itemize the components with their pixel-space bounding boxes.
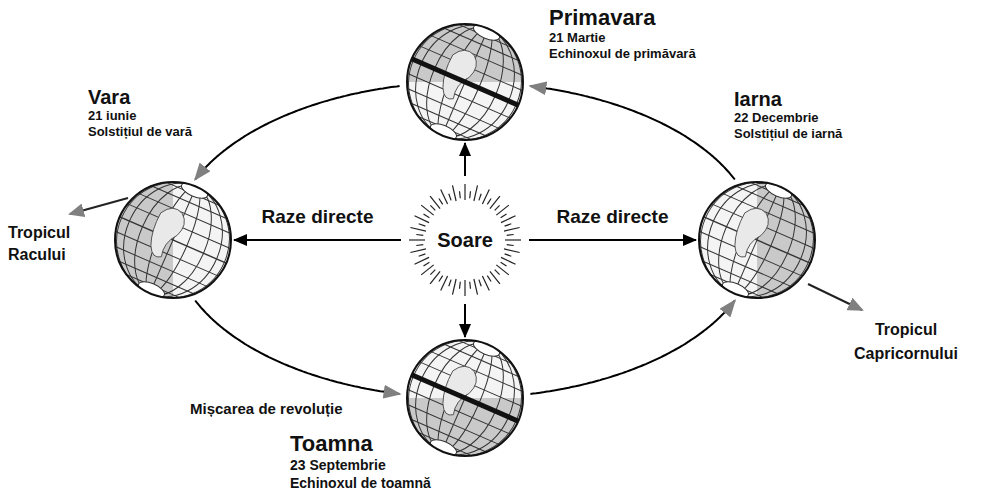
season-detail: Echinoxul de toamnă [290, 474, 431, 492]
earth-globe: Iarna22 DecembrieSolstițiul de iarnă [697, 180, 817, 300]
tropic-leader [70, 198, 128, 214]
season-detail: Solstițiul de vară [88, 124, 192, 140]
orbit-arc [530, 301, 734, 395]
globe-drawing [405, 22, 525, 142]
orbit-arc [195, 86, 399, 180]
orbit-arc [195, 301, 399, 395]
season-detail: 21 Martie [549, 30, 696, 46]
earth-globe: Primavara21 MartieEchinoxul de primăvară [405, 22, 525, 142]
edge-label: Raze directe [260, 206, 376, 228]
tropic-leader [808, 284, 862, 310]
season-title: Vara [88, 86, 192, 108]
season-text: Primavara21 MartieEchinoxul de primăvară [549, 6, 696, 62]
season-detail: 23 Septembrie [290, 456, 431, 474]
orbit-label: Mișcarea de revoluție [190, 400, 343, 418]
season-title: Iarna [734, 88, 842, 110]
season-text: Vara21 iunieSolstițiul de vară [88, 86, 192, 140]
edge-label: Raze directe [555, 206, 671, 228]
season-text: Iarna22 DecembrieSolstițiul de iarnă [734, 88, 842, 142]
season-title: Primavara [549, 6, 696, 30]
globe-drawing [697, 180, 817, 300]
sun-node: Soare [403, 178, 527, 302]
globe-drawing [113, 180, 233, 300]
season-detail: Solstițiul de iarnă [734, 126, 842, 142]
season-detail: Echinoxul de primăvară [549, 46, 696, 62]
season-detail: 21 iunie [88, 108, 192, 124]
season-text: Toamna23 SeptembrieEchinoxul de toamnă [290, 432, 431, 492]
sun-ray-arrow [464, 143, 466, 176]
earth-globe: Toamna23 SeptembrieEchinoxul de toamnă [405, 338, 525, 458]
earth-globe: Vara21 iunieSolstițiul de vară [113, 180, 233, 300]
tropic-label: Tropicul Racului [8, 222, 92, 266]
sun-label: Soare [437, 229, 493, 252]
season-title: Toamna [290, 432, 431, 456]
tropic-label: Tropicul Capricornului [838, 318, 974, 366]
sun-ray-arrow [464, 304, 466, 337]
globe-drawing [405, 338, 525, 458]
sun-ray-arrow [234, 239, 401, 241]
sun-ray-arrow [529, 239, 696, 241]
season-detail: 22 Decembrie [734, 110, 842, 126]
orbit-arc [530, 86, 734, 180]
